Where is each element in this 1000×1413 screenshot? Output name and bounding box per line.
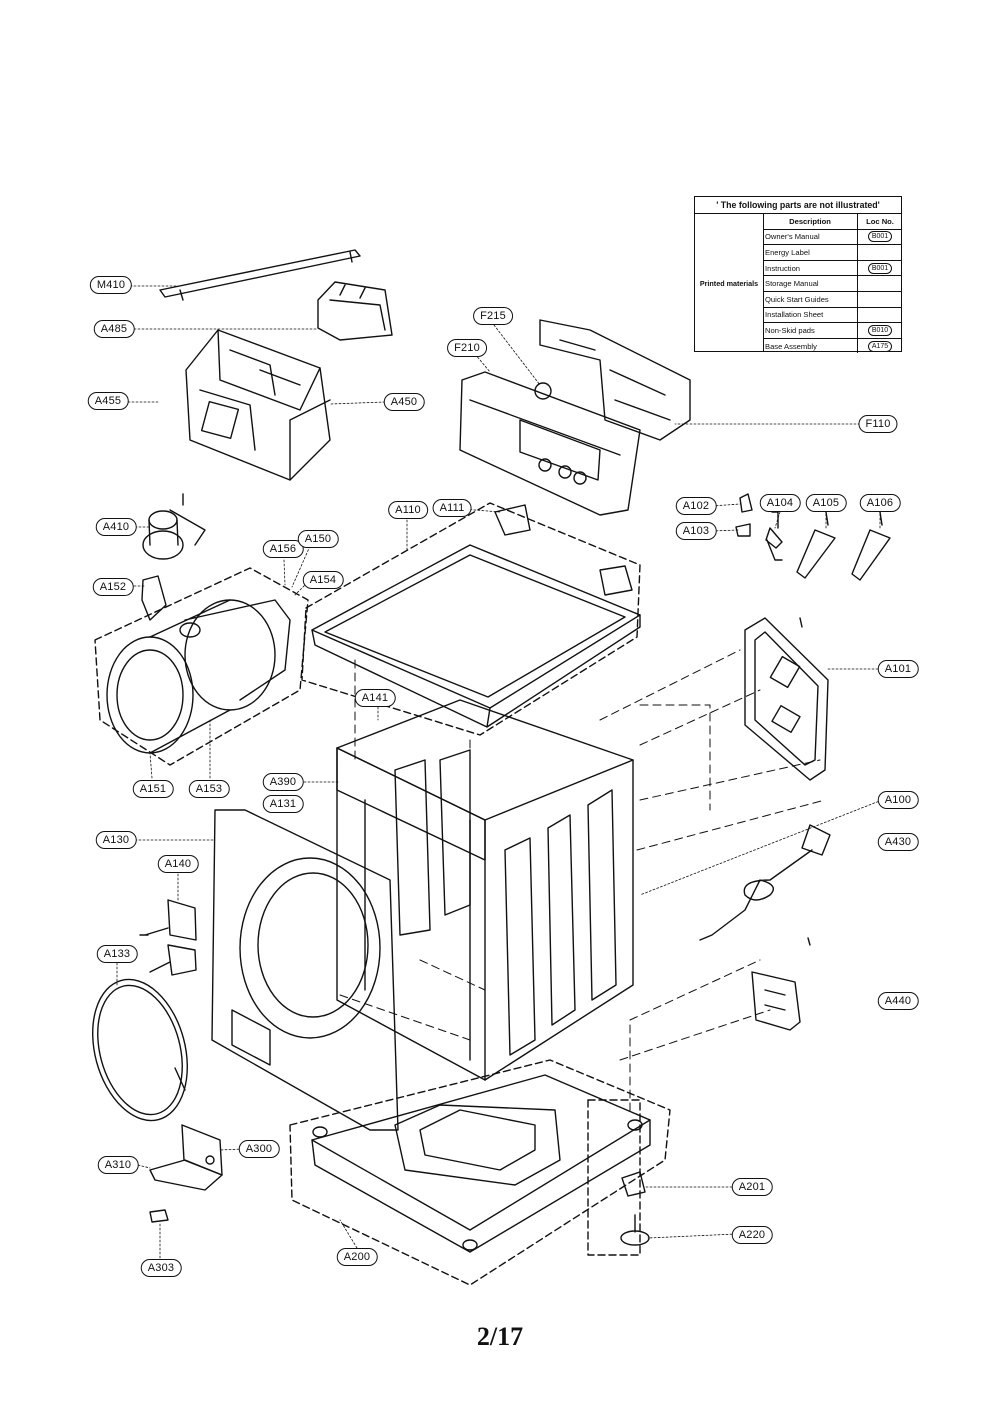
- category-label: Printed materials: [695, 214, 764, 352]
- callout-a440[interactable]: A440: [877, 992, 919, 1010]
- column-header-loc: Loc No.: [857, 214, 902, 230]
- callout-a130[interactable]: A130: [95, 831, 137, 849]
- callout-a154[interactable]: A154: [302, 571, 344, 589]
- callout-a106[interactable]: A106: [859, 494, 901, 512]
- table-row: Instruction B001: [763, 260, 902, 277]
- callout-a151[interactable]: A151: [132, 780, 174, 798]
- a110-top-plate-part: [301, 502, 641, 736]
- table-row: Installation Sheet: [763, 307, 902, 324]
- row-description: Owner's Manual: [763, 229, 858, 246]
- callout-a153[interactable]: A153: [188, 780, 230, 798]
- page-number: 2/17: [476, 1322, 524, 1351]
- a151-a153-tub-assembly-part: [94, 567, 309, 766]
- callout-a390[interactable]: A390: [262, 773, 304, 791]
- callout-a310[interactable]: A310: [97, 1156, 139, 1174]
- callout-a300[interactable]: A300: [238, 1140, 280, 1158]
- callout-a200[interactable]: A200: [336, 1248, 378, 1266]
- table-row: Storage Manual: [763, 275, 902, 292]
- row-description: Energy Label: [763, 244, 858, 261]
- a152-hinge-part: [141, 575, 167, 621]
- column-header-description: Description: [763, 214, 858, 230]
- callout-a133[interactable]: A133: [96, 945, 138, 963]
- callout-a131[interactable]: A131: [262, 795, 304, 813]
- a455-a450-pcb-part: [185, 329, 331, 481]
- row-description: Quick Start Guides: [763, 291, 858, 308]
- row-loc: B001: [867, 262, 893, 274]
- callout-a110[interactable]: A110: [388, 501, 428, 519]
- a303-clip-part: [149, 1209, 169, 1223]
- f-control-panel-part: [459, 319, 691, 516]
- callout-a150[interactable]: A150: [297, 530, 339, 548]
- a100-cabinet-part: [336, 699, 634, 1081]
- a440-filter-part: [751, 937, 811, 1031]
- callout-a201[interactable]: A201: [731, 1178, 773, 1196]
- row-loc: B001: [867, 231, 893, 243]
- a140-lock-part: [139, 899, 197, 976]
- a390-control-strip-part: [336, 747, 486, 861]
- callout-a103[interactable]: A103: [675, 522, 717, 540]
- callout-a101[interactable]: A101: [877, 660, 919, 678]
- row-description: Non-Skid pads: [763, 322, 858, 339]
- a101-rear-panel-part: [744, 617, 829, 781]
- row-description: Base Assembly: [765, 341, 817, 351]
- callout-a105[interactable]: A105: [805, 494, 847, 512]
- callout-a140[interactable]: A140: [157, 855, 199, 873]
- a310-a300-dispenser-part: [149, 1124, 223, 1191]
- table-row: Energy Label: [763, 244, 902, 261]
- callout-f215[interactable]: F215: [473, 307, 513, 325]
- table-row: Non-Skid pads B010: [763, 322, 902, 339]
- a430-power-cord-part: [699, 824, 831, 941]
- callout-a152[interactable]: A152: [92, 578, 134, 596]
- callout-a303[interactable]: A303: [140, 1259, 182, 1277]
- a200-base-part: [289, 1059, 671, 1286]
- row-description: Installation Sheet: [763, 307, 858, 324]
- a133-clamp-part: [92, 978, 188, 1122]
- leader-lines: [116, 285, 883, 1259]
- callout-a220[interactable]: A220: [731, 1226, 773, 1244]
- row-loc: B010: [867, 324, 893, 336]
- row-description: Instruction: [763, 260, 858, 277]
- a201-a220-foot-part: [587, 1099, 650, 1256]
- a485-bracket-part: [317, 281, 393, 341]
- callout-a104[interactable]: A104: [759, 494, 801, 512]
- table-row: Base Assembly A175: [763, 338, 902, 354]
- m410-bracket-part: [159, 249, 361, 301]
- callout-f210[interactable]: F210: [447, 339, 487, 357]
- table-title: ' The following parts are not illustrate…: [695, 197, 901, 214]
- callout-a410[interactable]: A410: [95, 518, 137, 536]
- row-loc: A175: [867, 340, 893, 352]
- table-row: Owner's Manual B001: [763, 229, 902, 246]
- row-description: Storage Manual: [763, 275, 858, 292]
- callout-a485[interactable]: A485: [93, 320, 135, 338]
- callout-a141[interactable]: A141: [354, 689, 396, 707]
- callout-a100[interactable]: A100: [877, 791, 919, 809]
- a410-motor-part: [142, 493, 206, 560]
- not-illustrated-parts-table: ' The following parts are not illustrate…: [694, 196, 902, 354]
- callout-a430[interactable]: A430: [877, 833, 919, 851]
- a130-front-panel-part: [211, 809, 399, 1131]
- callout-f110[interactable]: F110: [858, 415, 898, 433]
- table-row: Quick Start Guides: [763, 291, 902, 308]
- callout-a102[interactable]: A102: [675, 497, 717, 515]
- projection-lines: [339, 649, 826, 1116]
- callout-a450[interactable]: A450: [383, 393, 425, 411]
- callout-a111[interactable]: A111: [432, 499, 472, 517]
- callout-a156[interactable]: A156: [262, 540, 304, 558]
- callout-a455[interactable]: A455: [87, 392, 129, 410]
- callout-m410[interactable]: M410: [89, 276, 133, 294]
